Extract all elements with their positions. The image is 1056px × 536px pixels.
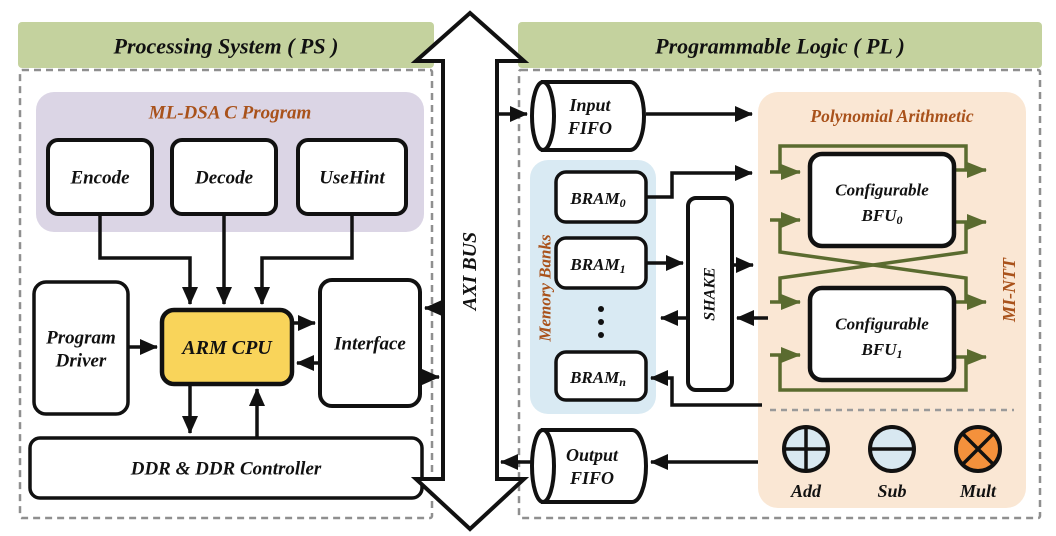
polynomial-arithmetic-group: Polynomial Arithmetic Configurable BFU0 … — [758, 92, 1026, 508]
mult-icon-glyph — [961, 432, 995, 466]
bfu1-box — [807, 285, 957, 383]
pl-section: Programmable Logic ( PL ) Polynomial Ari… — [517, 22, 1042, 520]
add-label: Add — [790, 481, 822, 501]
output-fifo: Output FIFO — [530, 428, 648, 504]
bfu0-label-line1: Configurable — [835, 181, 929, 200]
bfu1-bottom-bypass-line — [778, 356, 968, 392]
decode-label: Decode — [194, 168, 254, 189]
program-driver-label-line1: Program — [45, 328, 116, 349]
arithmetic-ops: Add Sub Mult — [782, 425, 1002, 501]
shake-box — [686, 196, 734, 392]
sub-label: Sub — [877, 481, 906, 501]
pl-header — [518, 22, 1042, 68]
bram0-label: BRAM0 — [569, 189, 625, 211]
ps-dashed-border — [18, 68, 434, 520]
pl-title: Programmable Logic ( PL ) — [654, 34, 905, 59]
ps-title: Processing System ( PS ) — [113, 34, 339, 59]
memory-banks-title: Memory Banks — [536, 234, 555, 343]
arrow-encode-to-cpu — [98, 214, 198, 305]
input-fifo-cylinder-body — [541, 80, 646, 152]
encode-label: Encode — [69, 168, 130, 189]
ps-section: Processing System ( PS ) ML-DSA C Progra… — [18, 22, 434, 520]
ddr-controller-label: DDR & DDR Controller — [130, 459, 322, 480]
arm-cpu-box — [159, 307, 295, 387]
arrow-poly-to-bramn — [650, 370, 762, 407]
mldsa-program-group: ML-DSA C Program Encode Decode UseHint — [36, 92, 424, 232]
bramn-label: BRAMn — [569, 368, 626, 390]
ddr-controller-box — [28, 436, 424, 500]
interface-box — [318, 278, 422, 408]
input-fifo: Input FIFO — [530, 80, 646, 152]
output-fifo-label-line2: FIFO — [569, 468, 614, 488]
axi-bus-arrow-icon — [410, 10, 530, 532]
arm-cpu-label: ARM CPU — [180, 337, 273, 359]
memory-banks-group: Memory Banks BRAM0 BRAM1 BRAMn — [530, 160, 656, 414]
bramn-box — [554, 350, 648, 402]
interface-label: Interface — [333, 334, 406, 355]
mldsa-group-title: ML-DSA C Program — [148, 103, 312, 124]
bfu0-top-bypass-line — [778, 144, 968, 171]
mi-ntt-label: MI-NTT — [999, 257, 1019, 323]
usehint-label: UseHint — [319, 168, 385, 189]
bfu0-box — [807, 151, 957, 249]
arrow-usehint-to-cpu — [254, 214, 354, 305]
add-icon-glyph — [784, 427, 828, 471]
arrow-bram0-to-poly — [646, 165, 753, 199]
polynomial-arithmetic-title: Polynomial Arithmetic — [809, 106, 973, 126]
ps-header — [18, 22, 434, 68]
input-fifo-label-line1: Input — [568, 95, 611, 115]
mult-label: Mult — [959, 481, 997, 501]
bfu1-label-line2: BFU1 — [861, 340, 903, 362]
axi-bus-label: AXI BUS — [459, 232, 481, 312]
output-fifo-cylinder-cap — [530, 428, 556, 504]
output-fifo-label-line1: Output — [566, 445, 619, 465]
pl-dashed-border — [517, 68, 1042, 520]
bram1-label: BRAM1 — [569, 255, 625, 277]
input-fifo-cylinder-cap — [530, 80, 556, 152]
program-driver-label-line2: Driver — [55, 351, 107, 372]
shake-label: SHAKE — [702, 267, 719, 320]
input-fifo-label-line2: FIFO — [567, 118, 612, 138]
axi-bus: AXI BUS — [410, 10, 530, 532]
crossing-line-right-to-left — [778, 222, 968, 302]
connector-arrows — [98, 106, 768, 470]
ellipsis-dots-icon — [598, 306, 604, 338]
output-fifo-cylinder-body — [541, 428, 648, 504]
bfu0-label-line2: BFU0 — [861, 206, 903, 228]
bfu1-label-line1: Configurable — [835, 315, 929, 334]
